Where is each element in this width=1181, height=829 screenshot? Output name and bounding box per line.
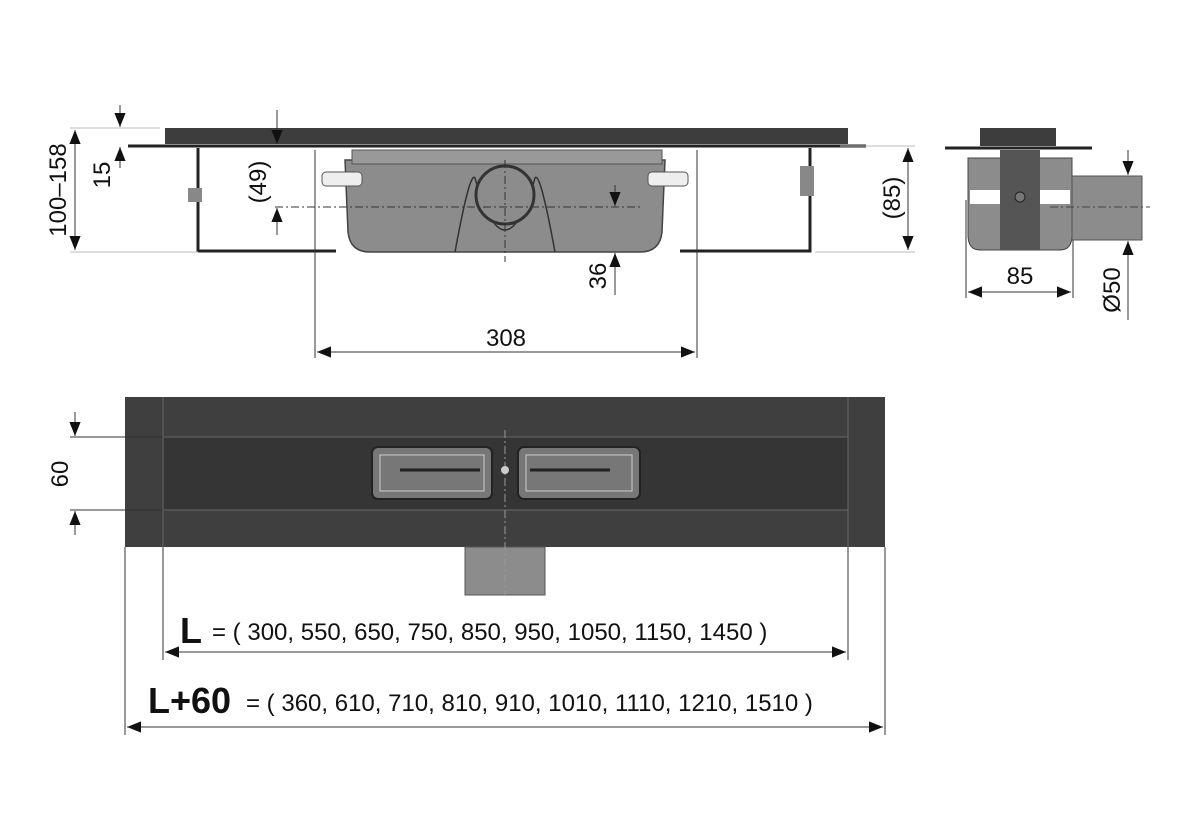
left-bolt <box>188 188 202 202</box>
center-screw <box>501 466 509 474</box>
dim-outlet-diameter: Ø50 <box>1099 267 1126 312</box>
right-tab <box>647 171 689 187</box>
body-rim <box>351 149 663 165</box>
length-label: L <box>180 610 202 651</box>
left-tab <box>321 171 363 187</box>
leveling-clip-right <box>517 446 641 500</box>
total-length-values: = ( 360, 610, 710, 810, 910, 1010, 1110,… <box>246 690 813 717</box>
top-view: 60 L = ( 300, 550, 650, 750, 850, 950, 1… <box>47 397 886 735</box>
dim-body-width: 308 <box>486 325 526 352</box>
grate <box>165 128 848 144</box>
outlet-pipe <box>1071 175 1143 241</box>
leveling-clip-left <box>371 446 493 500</box>
end-view: 85 Ø50 <box>945 128 1150 320</box>
dim-bracket-height: (85) <box>879 177 906 220</box>
dim-total-height: 100–158 <box>45 143 72 236</box>
dim-channel-width: 60 <box>47 461 74 488</box>
end-grate <box>980 128 1056 146</box>
dim-grate-thickness: 15 <box>89 162 116 189</box>
length-values: = ( 300, 550, 650, 750, 850, 950, 1050, … <box>212 619 767 646</box>
left-bracket <box>196 148 336 253</box>
right-bolt <box>800 166 814 196</box>
right-bracket <box>680 148 812 253</box>
dim-outlet-axis-height: 36 <box>585 263 612 290</box>
dim-end-width: 85 <box>1007 263 1034 290</box>
total-length-label: L+60 <box>148 680 231 721</box>
dim-outlet-axis-depth: (49) <box>245 161 272 204</box>
side-view: 100–158 15 (49) 36 (85) 308 <box>45 105 915 358</box>
